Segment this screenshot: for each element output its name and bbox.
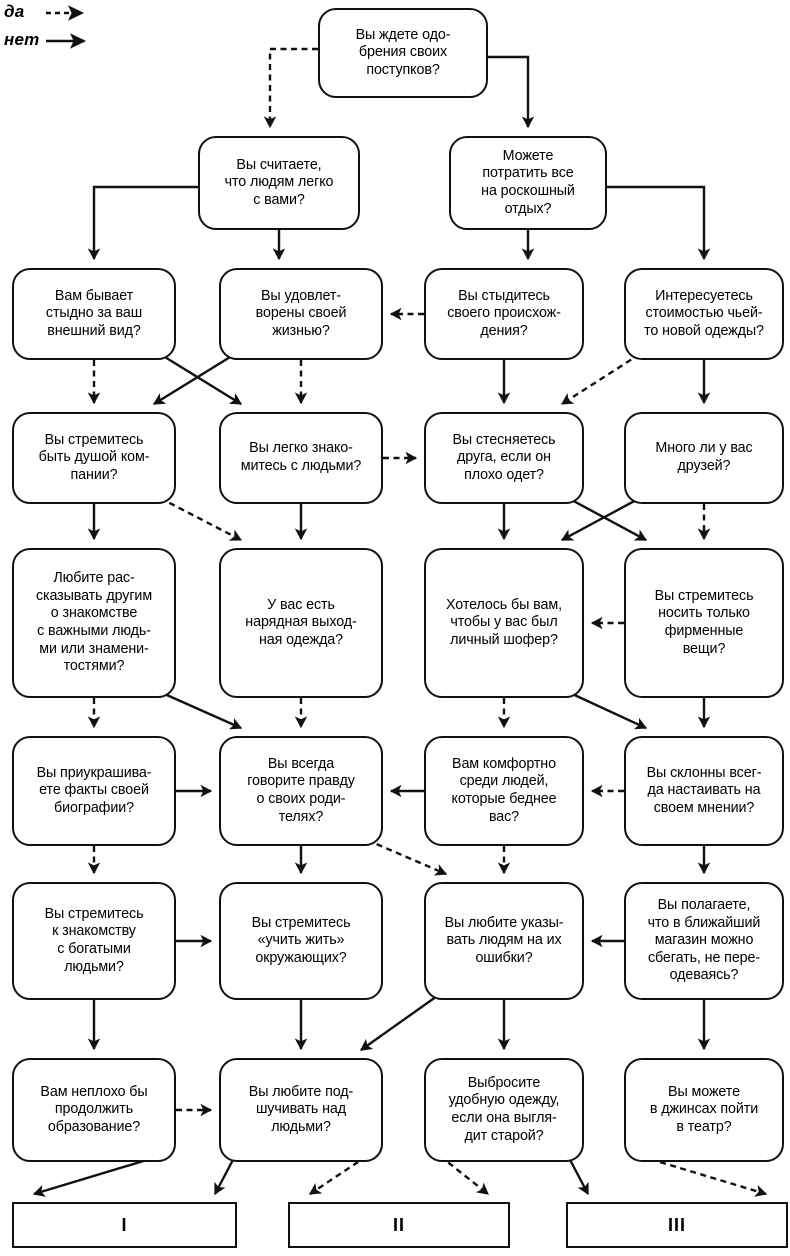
decision-node-n14[interactable]: Вы стремитесь носить только фирменные ве… <box>624 548 784 698</box>
decision-node-n22[interactable]: Вы полагаете, что в ближайший магазин мо… <box>624 882 784 1000</box>
node-label: Вы удовлет- ворены своей жизнью? <box>255 287 347 339</box>
edge-n16-to-n21-yes <box>366 838 448 876</box>
decision-node-n2[interactable]: Можете потратить все на роскошный отдых? <box>449 136 607 230</box>
node-label: У вас есть нарядная выход- ная одежда? <box>245 596 357 648</box>
decision-node-n5[interactable]: Вы стыдитесь своего происхож- дения? <box>424 268 584 360</box>
decision-node-n6[interactable]: Интересуетесь стоимостью чьей- то новой … <box>624 268 784 360</box>
decision-node-n24[interactable]: Вы любите под- шучивать над людьми? <box>219 1058 383 1162</box>
edge-n6-to-n9-yes <box>560 352 641 406</box>
node-label: Вы легко знако- митесь с людьми? <box>240 440 362 474</box>
node-label: Хотелось бы вам, чтобы у вас был личный … <box>446 596 562 648</box>
node-label: Вам неплохо бы продолжить образование? <box>40 1083 148 1135</box>
decision-node-n12[interactable]: У вас есть нарядная выход- ная одежда? <box>219 548 383 698</box>
decision-node-n11[interactable]: Любите рас- сказывать другим о знакомств… <box>12 548 176 698</box>
edge-n7-to-n12-yes <box>159 496 243 542</box>
node-label: Вы ждете одо- брения своих поступков? <box>355 26 451 78</box>
node-label: Вам бывает стыдно за ваш внешний вид? <box>45 287 143 339</box>
result-box-r1[interactable]: I <box>12 1202 237 1248</box>
node-label: Вы стыдитесь своего происхож- дения? <box>447 287 561 339</box>
node-label: Вы считаете, что людям легко с вами? <box>224 156 334 208</box>
node-label: Вы склонны всег- да настаивать на своем … <box>646 764 762 816</box>
node-label: Вы стремитесь к знакомству с богатыми лю… <box>44 905 144 975</box>
decision-node-n23[interactable]: Вам неплохо бы продолжить образование? <box>12 1058 176 1162</box>
result-label: I <box>121 1214 128 1235</box>
node-label: Можете потратить все на роскошный отдых? <box>481 147 575 217</box>
node-label: Вы стесняетесь друга, если он плохо одет… <box>452 431 556 483</box>
edge-n10-to-n13-no <box>560 496 641 542</box>
node-label: Вы стремитесь «учить жить» окружающих? <box>251 914 351 966</box>
decision-node-n1[interactable]: Вы считаете, что людям легко с вами? <box>198 136 360 230</box>
edge-n26-to-r3-yes <box>639 1154 768 1197</box>
edge-n2-to-n6-no <box>607 185 711 261</box>
result-label: II <box>392 1214 405 1235</box>
edge-n0-to-n2-no <box>488 55 535 129</box>
node-label: Вы любите указы- вать людям на их ошибки… <box>444 914 564 966</box>
legend-label-yes: да <box>4 2 25 21</box>
legend-arrows <box>46 5 87 49</box>
legend: да нет <box>0 0 200 60</box>
edge-n3-to-n8-no <box>159 352 243 406</box>
edge-n4-to-n7-no <box>152 352 236 406</box>
node-label: Вы стремитесь быть душой ком- пании? <box>38 431 150 483</box>
decision-node-n10[interactable]: Много ли у вас друзей? <box>624 412 784 504</box>
result-box-r2[interactable]: II <box>288 1202 510 1248</box>
edge-n25-to-r3-no <box>566 1155 590 1196</box>
decision-node-n18[interactable]: Вы склонны всег- да настаивать на своем … <box>624 736 784 846</box>
decision-node-n3[interactable]: Вам бывает стыдно за ваш внешний вид? <box>12 268 176 360</box>
decision-node-n16[interactable]: Вы всегда говорите правду о своих роди- … <box>219 736 383 846</box>
decision-node-n8[interactable]: Вы легко знако- митесь с людьми? <box>219 412 383 504</box>
node-label: Интересуетесь стоимостью чьей- то новой … <box>644 287 764 339</box>
node-label: Вы любите под- шучивать над людьми? <box>248 1083 354 1135</box>
edge-n13-to-n18-no <box>567 690 648 730</box>
node-label: Выбросите удобную одежду, если она выгля… <box>448 1074 560 1144</box>
decision-node-n26[interactable]: Вы можете в джинсах пойти в театр? <box>624 1058 784 1162</box>
node-label: Вы полагаете, что в ближайший магазин мо… <box>647 897 761 984</box>
node-label: Вы стремитесь носить только фирменные ве… <box>654 587 754 657</box>
edge-n23-to-r1-no <box>32 1154 161 1197</box>
edge-n11-to-n16-no <box>159 690 243 730</box>
edge-n21-to-n24-no <box>360 993 441 1051</box>
node-label: Вам комфортно среди людей, которые бедне… <box>451 755 557 825</box>
node-label: Вы всегда говорите правду о своих роди- … <box>247 755 355 825</box>
edge-n24-to-r2-yes <box>309 1155 368 1195</box>
decision-node-n13[interactable]: Хотелось бы вам, чтобы у вас был личный … <box>424 548 584 698</box>
decision-node-n21[interactable]: Вы любите указы- вать людям на их ошибки… <box>424 882 584 1000</box>
decision-node-n17[interactable]: Вам комфортно среди людей, которые бедне… <box>424 736 584 846</box>
result-label: III <box>667 1214 686 1235</box>
edge-n0-to-n1-yes <box>263 47 318 129</box>
node-label: Много ли у вас друзей? <box>655 440 753 474</box>
node-label: Любите рас- сказывать другим о знакомств… <box>35 570 153 675</box>
node-label: Вы можете в джинсах пойти в театр? <box>649 1083 759 1135</box>
edge-n1-to-n3-no <box>87 185 198 261</box>
edge-n9-to-n14-no <box>567 496 648 542</box>
node-label: Вы приукрашива- ете факты своей биографи… <box>36 764 152 816</box>
decision-node-n0[interactable]: Вы ждете одо- брения своих поступков? <box>318 8 488 98</box>
decision-node-n7[interactable]: Вы стремитесь быть душой ком- пании? <box>12 412 176 504</box>
decision-node-n4[interactable]: Вы удовлет- ворены своей жизнью? <box>219 268 383 360</box>
result-box-r3[interactable]: III <box>566 1202 788 1248</box>
decision-node-n15[interactable]: Вы приукрашива- ете факты своей биографи… <box>12 736 176 846</box>
edge-n24-to-r1-no <box>213 1155 237 1196</box>
decision-node-n25[interactable]: Выбросите удобную одежду, если она выгля… <box>424 1058 584 1162</box>
legend-label-no: нет <box>4 30 40 49</box>
decision-node-n20[interactable]: Вы стремитесь «учить жить» окружающих? <box>219 882 383 1000</box>
decision-node-n9[interactable]: Вы стесняетесь друга, если он плохо одет… <box>424 412 584 504</box>
decision-node-n19[interactable]: Вы стремитесь к знакомству с богатыми лю… <box>12 882 176 1000</box>
